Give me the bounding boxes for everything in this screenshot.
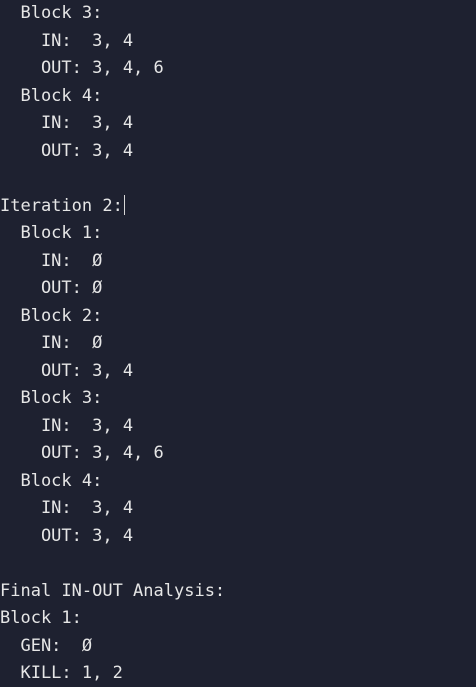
output-line: OUT: 3, 4, 6 (0, 58, 164, 78)
output-line: OUT: Ø (0, 278, 103, 298)
output-line: Block 1: (0, 223, 103, 243)
text-cursor (123, 195, 125, 215)
output-line: IN: 3, 4 (0, 416, 134, 436)
output-line: IN: 3, 4 (0, 498, 134, 518)
output-line: IN: Ø (0, 251, 103, 271)
output-line: OUT: 3, 4 (0, 141, 134, 161)
output-line: OUT: 3, 4, 6 (0, 443, 164, 463)
output-line: OUT: 3, 4 (0, 526, 134, 546)
output-line-text: Iteration 2: (0, 196, 123, 216)
output-line: GEN: Ø (0, 636, 93, 656)
output-line: Block 4: (0, 471, 103, 491)
output-line: Block 2: (0, 306, 103, 326)
output-line: OUT: 3, 4 (0, 361, 134, 381)
output-line: Block 3: (0, 388, 103, 408)
output-line: Block 1: (0, 608, 82, 628)
output-line: IN: 3, 4 (0, 31, 134, 51)
output-line: Block 3: (0, 3, 103, 23)
output-line: Block 4: (0, 86, 103, 106)
output-line: KILL: 1, 2 (0, 663, 123, 683)
output-line: Iteration 2: (0, 193, 125, 220)
output-line: Final IN-OUT Analysis: (0, 581, 226, 601)
output-line: IN: Ø (0, 333, 103, 353)
output-line: IN: 3, 4 (0, 113, 134, 133)
